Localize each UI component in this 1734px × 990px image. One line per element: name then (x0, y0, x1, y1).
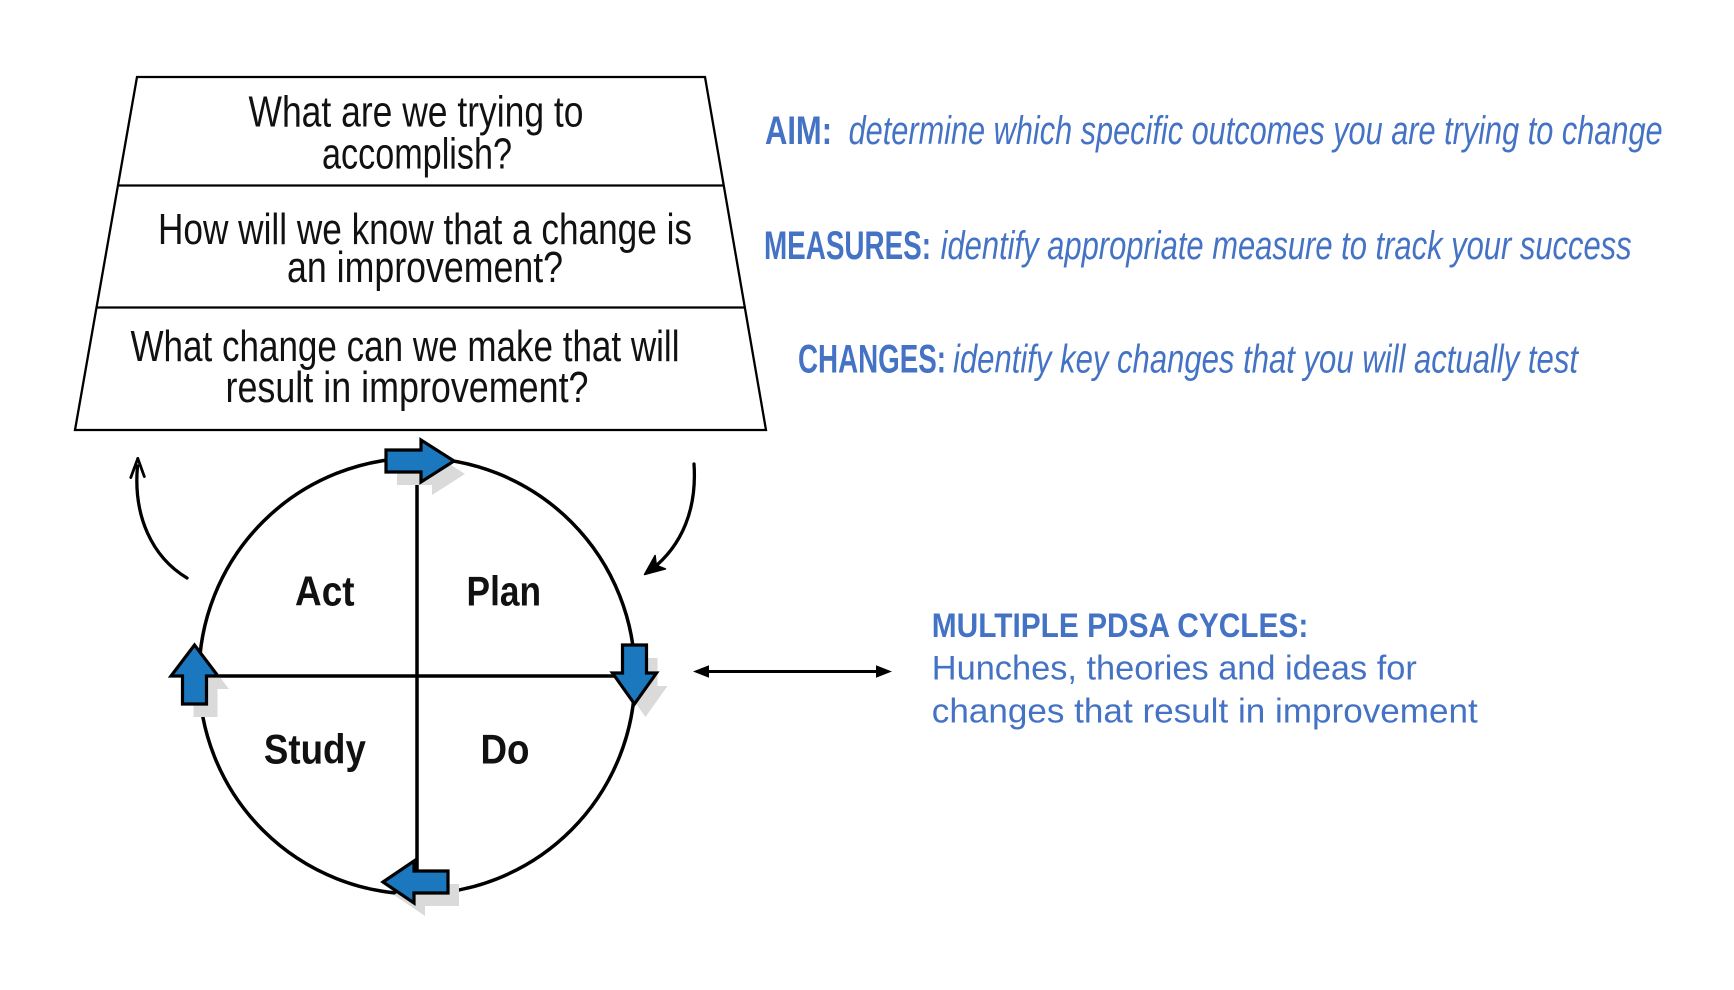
svg-text:Hunches, theories and ideas fo: Hunches, theories and ideas for (932, 650, 1417, 688)
svg-text:What change can we make that w: What change can we make that will (131, 322, 680, 371)
svg-text:an improvement?: an improvement? (287, 243, 563, 292)
svg-text:How will we know that a change: How will we know that a change is (158, 205, 692, 254)
svg-text:CHANGES:: CHANGES: (798, 338, 946, 382)
svg-text:Study: Study (264, 726, 367, 773)
svg-text:AIM:: AIM: (765, 109, 832, 153)
svg-text:accomplish?: accomplish? (322, 130, 512, 179)
svg-text:Plan: Plan (467, 568, 542, 615)
svg-text:identify appropriate measure t: identify appropriate measure to track yo… (941, 224, 1632, 268)
svg-text:Do: Do (481, 726, 530, 773)
svg-text:Act: Act (295, 568, 355, 615)
svg-text:result in improvement?: result in improvement? (226, 363, 589, 412)
svg-text:MEASURES:: MEASURES: (764, 224, 931, 268)
svg-text:determine which specific outco: determine which specific outcomes you ar… (849, 109, 1663, 153)
svg-text:changes that result in improve: changes that result in improvement (932, 692, 1479, 730)
svg-text:MULTIPLE PDSA CYCLES:: MULTIPLE PDSA CYCLES: (932, 607, 1309, 645)
svg-text:What are we trying to: What are we trying to (249, 88, 584, 137)
svg-text:identify key changes that you: identify key changes that you will actua… (953, 338, 1579, 382)
